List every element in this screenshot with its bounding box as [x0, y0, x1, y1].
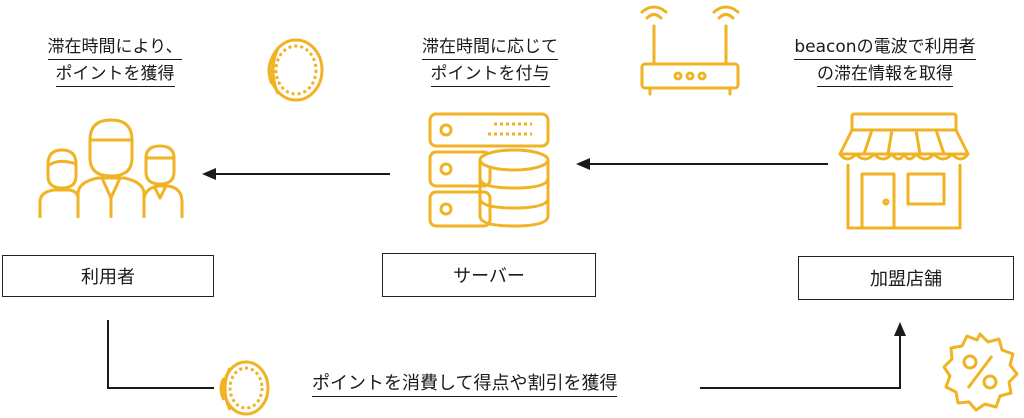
- server-caption: 滞在時間に応じて ポイントを付与: [395, 34, 585, 88]
- server-box-label: サーバー: [453, 266, 525, 287]
- store-caption: beaconの電波で利用者 の滞在情報を取得: [760, 34, 1010, 88]
- store-box: 加盟店舗: [798, 256, 1014, 300]
- people-icon: [38, 118, 184, 218]
- bottom-caption: ポイントを消費して得点や割引を獲得: [312, 372, 618, 397]
- store-box-label: 加盟店舗: [870, 269, 942, 290]
- user-box: 利用者: [2, 255, 214, 297]
- discount-badge-icon: [942, 332, 1019, 412]
- router-icon: [640, 5, 740, 96]
- server-icon: [428, 112, 550, 228]
- server-box: サーバー: [382, 253, 596, 297]
- user-box-label: 利用者: [81, 267, 135, 288]
- store-icon: [838, 112, 970, 230]
- server-caption-line2: ポイントを付与: [430, 62, 550, 87]
- user-caption: 滞在時間により、 ポイントを獲得: [20, 34, 210, 88]
- store-caption-line2: の滞在情報を取得: [817, 62, 953, 87]
- server-caption-line1: 滞在時間に応じて: [422, 35, 558, 60]
- store-caption-line1: beaconの電波で利用者: [794, 35, 976, 60]
- user-caption-line1: 滞在時間により、: [47, 35, 183, 60]
- coin-icon: [267, 38, 324, 102]
- coin-icon: [219, 360, 270, 416]
- arrow-store-to-server: [576, 158, 828, 170]
- user-caption-line2: ポイントを獲得: [55, 62, 175, 87]
- arrow-server-to-user: [202, 168, 390, 180]
